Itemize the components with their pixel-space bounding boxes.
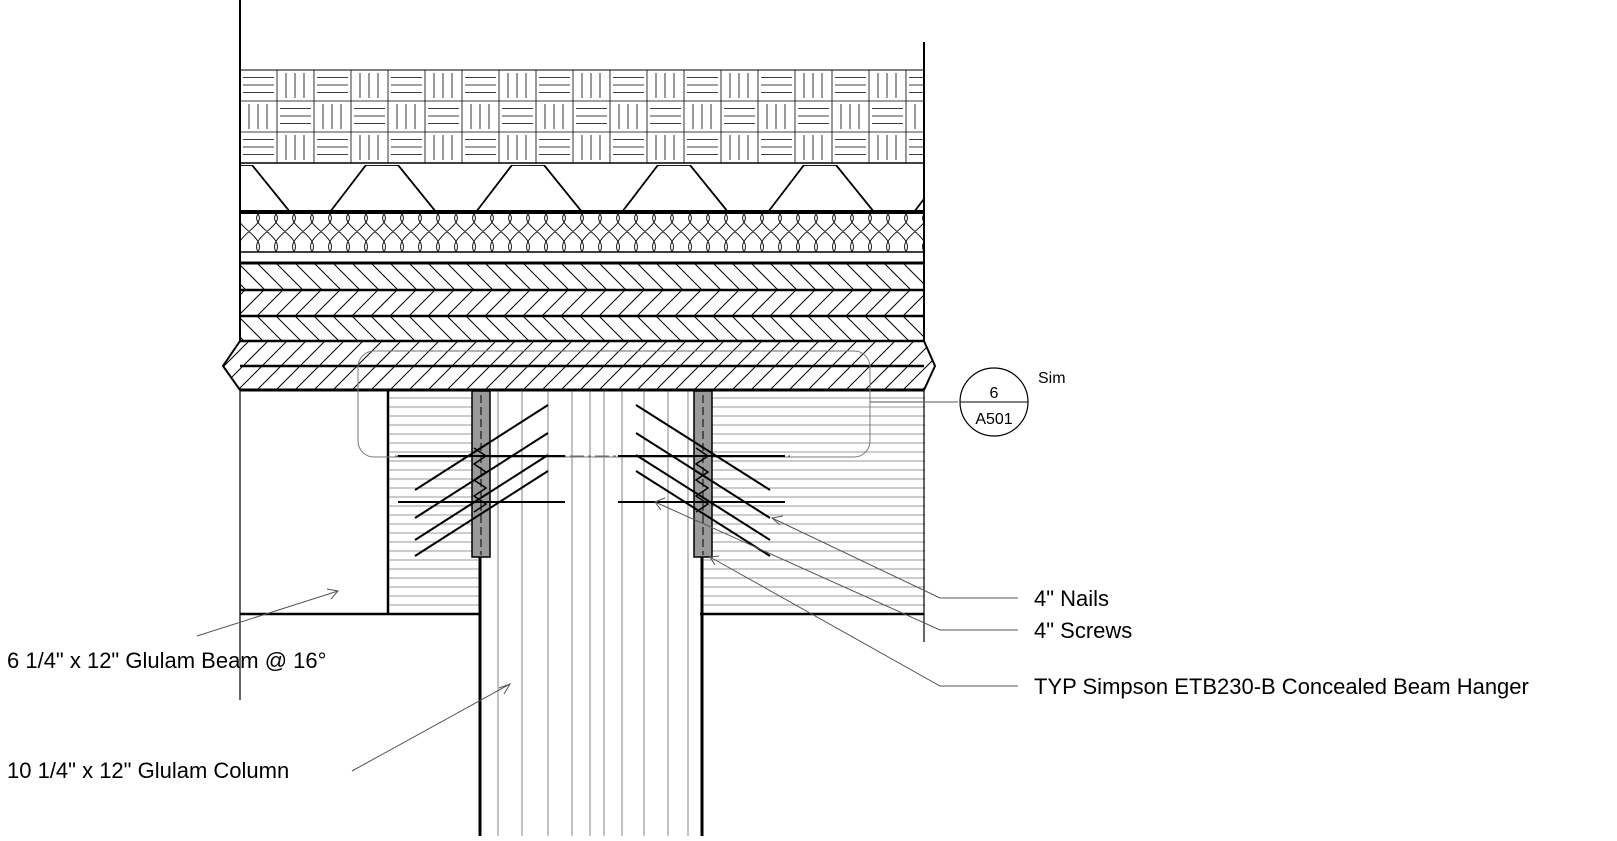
detail-sheet: A501: [975, 411, 1012, 428]
leader-beam: [196, 590, 339, 637]
metal-deck-layer: [240, 165, 924, 212]
insulation-layer: [240, 214, 924, 252]
leader-nails: [771, 517, 1018, 599]
leader-column: [351, 683, 511, 772]
label-beam: 6 1/4" x 12" Glulam Beam @ 16°: [7, 648, 326, 673]
hanger-teeth: [472, 447, 710, 513]
detail-similar-note: Sim: [1038, 370, 1066, 387]
hanger-plate-left: [471, 390, 491, 558]
detail-section-tag[interactable]: 6 A501 Sim: [959, 367, 1066, 437]
label-column: 10 1/4" x 12" Glulam Column: [7, 758, 289, 783]
nails-left: [398, 455, 565, 503]
plank-layer-1: [240, 263, 924, 290]
beam-right: [700, 390, 925, 642]
nails-right: [618, 455, 785, 503]
leader-screws: [654, 501, 1018, 631]
label-hanger: TYP Simpson ETB230-B Concealed Beam Hang…: [1034, 674, 1529, 699]
roof-assembly: [221, 0, 937, 392]
leader-lines: [196, 401, 1018, 772]
plank-layer-3: [240, 316, 924, 341]
plank-layer-2: [240, 290, 924, 316]
detail-number: 6: [990, 385, 999, 402]
leader-hanger: [709, 556, 1018, 687]
label-screws: 4" Screws: [1034, 618, 1132, 643]
label-nails: 4" Nails: [1034, 586, 1109, 611]
hanger-plate-right: [693, 390, 713, 558]
beam-left: [239, 390, 480, 700]
paver-layer: [240, 70, 924, 163]
leader-arrowheads: [326, 497, 784, 695]
